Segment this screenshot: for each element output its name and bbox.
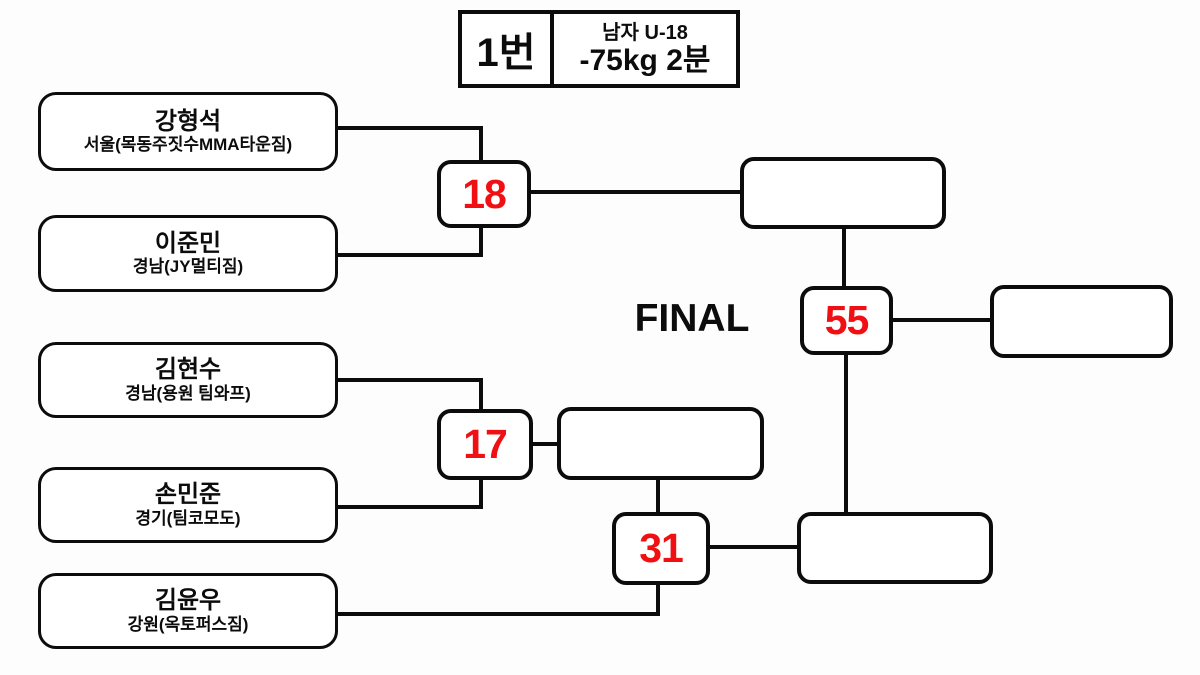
bracket-header: 1번 남자 U-18 -75kg 2분 xyxy=(458,10,740,88)
match-box-55-final: 55 xyxy=(800,286,893,355)
bout-number: 1번 xyxy=(476,31,536,75)
connector-line xyxy=(656,583,660,616)
player-name: 김윤우 xyxy=(154,587,222,614)
match-number: 17 xyxy=(463,421,508,467)
player-name: 김현수 xyxy=(154,356,222,383)
connector-line xyxy=(842,227,846,288)
winner-slot-semifinal-top xyxy=(740,157,946,229)
connector-line xyxy=(336,253,483,257)
match-box-31: 31 xyxy=(612,512,710,585)
winner-slot-champion xyxy=(990,285,1173,358)
division-label: 남자 U-18 xyxy=(602,21,688,44)
connector-line xyxy=(336,378,483,382)
player-box-4: 손민준 경기(팀코모도) xyxy=(38,467,338,543)
weight-time-label: -75kg 2분 xyxy=(579,43,711,77)
winner-slot-quarterfinal xyxy=(557,407,764,480)
player-club: 경남(용원 팀와프) xyxy=(125,383,251,403)
player-club: 서울(목동주짓수MMA타운짐) xyxy=(83,135,293,155)
player-box-3: 김현수 경남(용원 팀와프) xyxy=(38,342,338,418)
player-club: 경기(팀코모도) xyxy=(135,508,241,528)
match-number: 31 xyxy=(639,525,684,571)
connector-line xyxy=(479,126,483,164)
connector-line xyxy=(708,545,799,549)
connector-line xyxy=(844,353,848,514)
division-cell: 남자 U-18 -75kg 2분 xyxy=(554,14,736,84)
player-name: 손민준 xyxy=(154,481,222,508)
match-number: 55 xyxy=(824,297,870,343)
bout-number-cell: 1번 xyxy=(462,14,554,84)
connector-line xyxy=(479,378,483,411)
player-box-5: 김윤우 강원(옥토퍼스짐) xyxy=(38,573,338,649)
connector-line xyxy=(336,612,660,616)
player-name: 이준민 xyxy=(154,229,222,257)
connector-line xyxy=(336,505,483,509)
connector-line xyxy=(336,126,483,130)
connector-line xyxy=(656,478,660,514)
winner-slot-semifinal-bottom xyxy=(797,512,993,584)
final-round-label: FINAL xyxy=(634,297,750,340)
match-box-17: 17 xyxy=(437,409,533,480)
player-club: 강원(옥토퍼스짐) xyxy=(127,614,249,634)
connector-line xyxy=(531,442,559,446)
connector-line xyxy=(529,190,742,194)
player-club: 경남(JY멀티짐) xyxy=(132,257,244,277)
connector-line xyxy=(479,226,483,257)
match-number: 18 xyxy=(462,170,507,217)
player-box-1: 강형석 서울(목동주짓수MMA타운짐) xyxy=(38,92,338,171)
connector-line xyxy=(479,478,483,509)
connector-line xyxy=(891,318,992,322)
player-name: 강형석 xyxy=(154,107,222,135)
player-box-2: 이준민 경남(JY멀티짐) xyxy=(38,215,338,292)
match-box-18: 18 xyxy=(437,160,531,228)
